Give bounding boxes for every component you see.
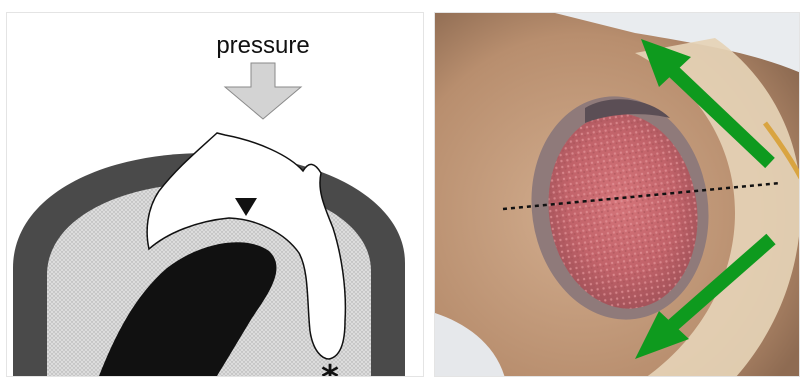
pressure-diagram-panel: pressure * (6, 12, 424, 377)
pressure-diagram: pressure * (7, 13, 424, 377)
asterisk-marker: * (321, 358, 339, 377)
wound-photo-panel (434, 12, 800, 377)
pressure-arrow-icon (225, 63, 301, 119)
wound-photo (435, 13, 800, 377)
pressure-label: pressure (216, 32, 309, 59)
